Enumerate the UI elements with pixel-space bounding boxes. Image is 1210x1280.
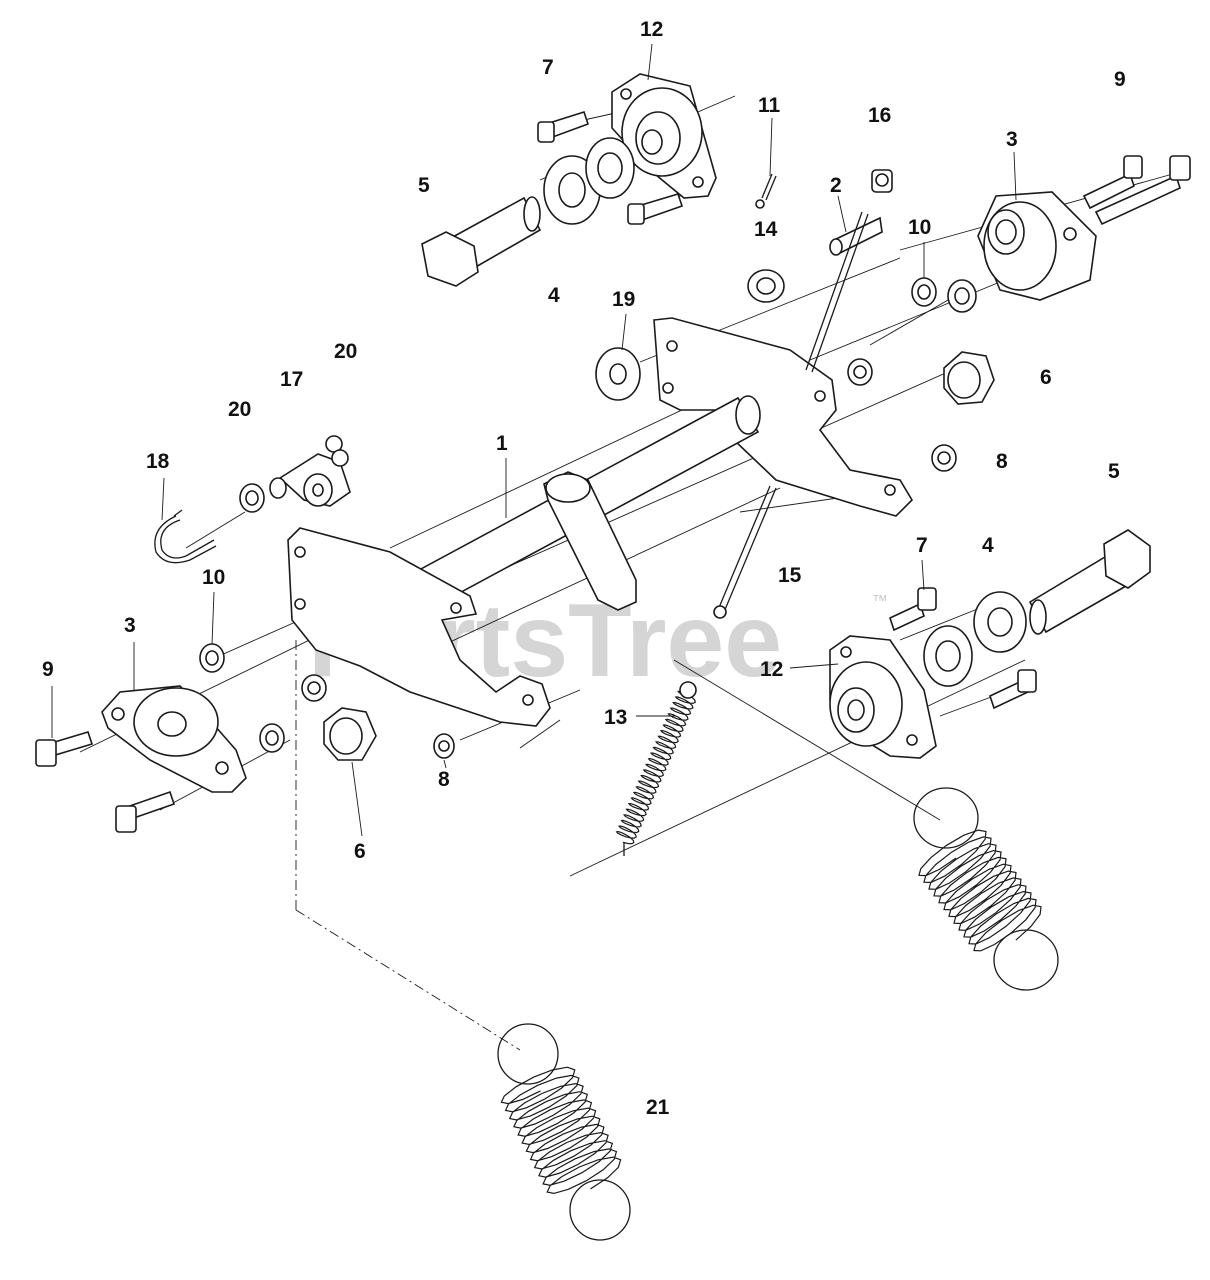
lift-plate-left (287, 527, 551, 727)
watermark-trademark: ™ (872, 593, 888, 610)
callout-19: 19 (612, 288, 635, 311)
pivot-bolt-lower (1028, 529, 1151, 635)
spacer-bushing-upper (747, 269, 785, 303)
bolts-lower-right (889, 587, 1037, 710)
flange-bearing-right (977, 191, 1097, 301)
adjuster-link (239, 435, 351, 513)
callout-3-upper: 3 (1006, 128, 1018, 151)
callout-20-upper: 20 (334, 340, 357, 363)
callout-16: 16 (868, 104, 891, 127)
callout-6-upper: 6 (1040, 366, 1052, 389)
washer-19 (595, 347, 641, 401)
callout-17: 17 (280, 368, 303, 391)
callout-5-lower: 5 (1108, 460, 1120, 483)
callout-4-lower: 4 (982, 534, 994, 557)
nut-small-left (301, 674, 455, 759)
callout-4-upper: 4 (548, 284, 560, 307)
lift-arm-bracket-upper (653, 317, 914, 517)
bolt-upper-flange (537, 111, 684, 225)
callout-7-lower: 7 (916, 534, 928, 557)
callout-10-upper: 10 (908, 216, 931, 239)
shaft-arm-middle (543, 471, 637, 611)
callout-15: 15 (778, 564, 802, 587)
spring-13 (615, 681, 697, 856)
hex-nut-large-left (323, 707, 377, 761)
callout-12-upper: 12 (640, 18, 663, 41)
callout-5-upper: 5 (418, 174, 430, 197)
callout-14: 14 (754, 218, 778, 241)
callout-9-upper: 9 (1114, 68, 1126, 91)
spring-right (913, 787, 1059, 991)
callout-6-lower: 6 (354, 840, 366, 863)
callout-11: 11 (758, 94, 781, 117)
lift-rod (713, 211, 869, 619)
flange-bearing-lower-right (829, 635, 937, 759)
callout-21: 21 (646, 1096, 670, 1119)
cotter-pin (755, 173, 777, 209)
j-hook (154, 509, 217, 564)
callout-9-lower: 9 (42, 658, 54, 681)
callout-7-upper: 7 (542, 56, 554, 79)
washer-upper-pair (543, 137, 635, 225)
flange-bearing-left (101, 685, 247, 793)
hex-nut-large-right (943, 351, 995, 405)
callout-2: 2 (830, 174, 842, 197)
callout-labels: 12 7 9 11 16 5 3 2 14 10 4 19 20 17 20 6… (42, 18, 1126, 1119)
washers-lower-right (923, 591, 1027, 687)
callout-8-upper: 8 (996, 450, 1008, 473)
callout-12-lower: 12 (760, 658, 783, 681)
nut-small-right (847, 358, 957, 472)
callout-18: 18 (146, 450, 170, 473)
callout-1: 1 (496, 432, 508, 455)
callout-13: 13 (604, 706, 627, 729)
flange-bearing-upper (611, 73, 717, 199)
pivot-bolt-upper (421, 196, 542, 287)
bolts-left-flange (35, 731, 176, 833)
callout-3-lower: 3 (124, 614, 136, 637)
leader-lines (51, 43, 1017, 837)
callout-10-lower: 10 (202, 566, 225, 589)
spring-21 (497, 1023, 631, 1241)
clevis-pin (829, 169, 893, 256)
callout-8-lower: 8 (438, 768, 450, 791)
bolts-right-flange (1082, 155, 1191, 226)
nut-left-flange (199, 643, 285, 753)
callout-20-lower: 20 (228, 398, 251, 421)
nuts-right-upper (911, 277, 977, 313)
